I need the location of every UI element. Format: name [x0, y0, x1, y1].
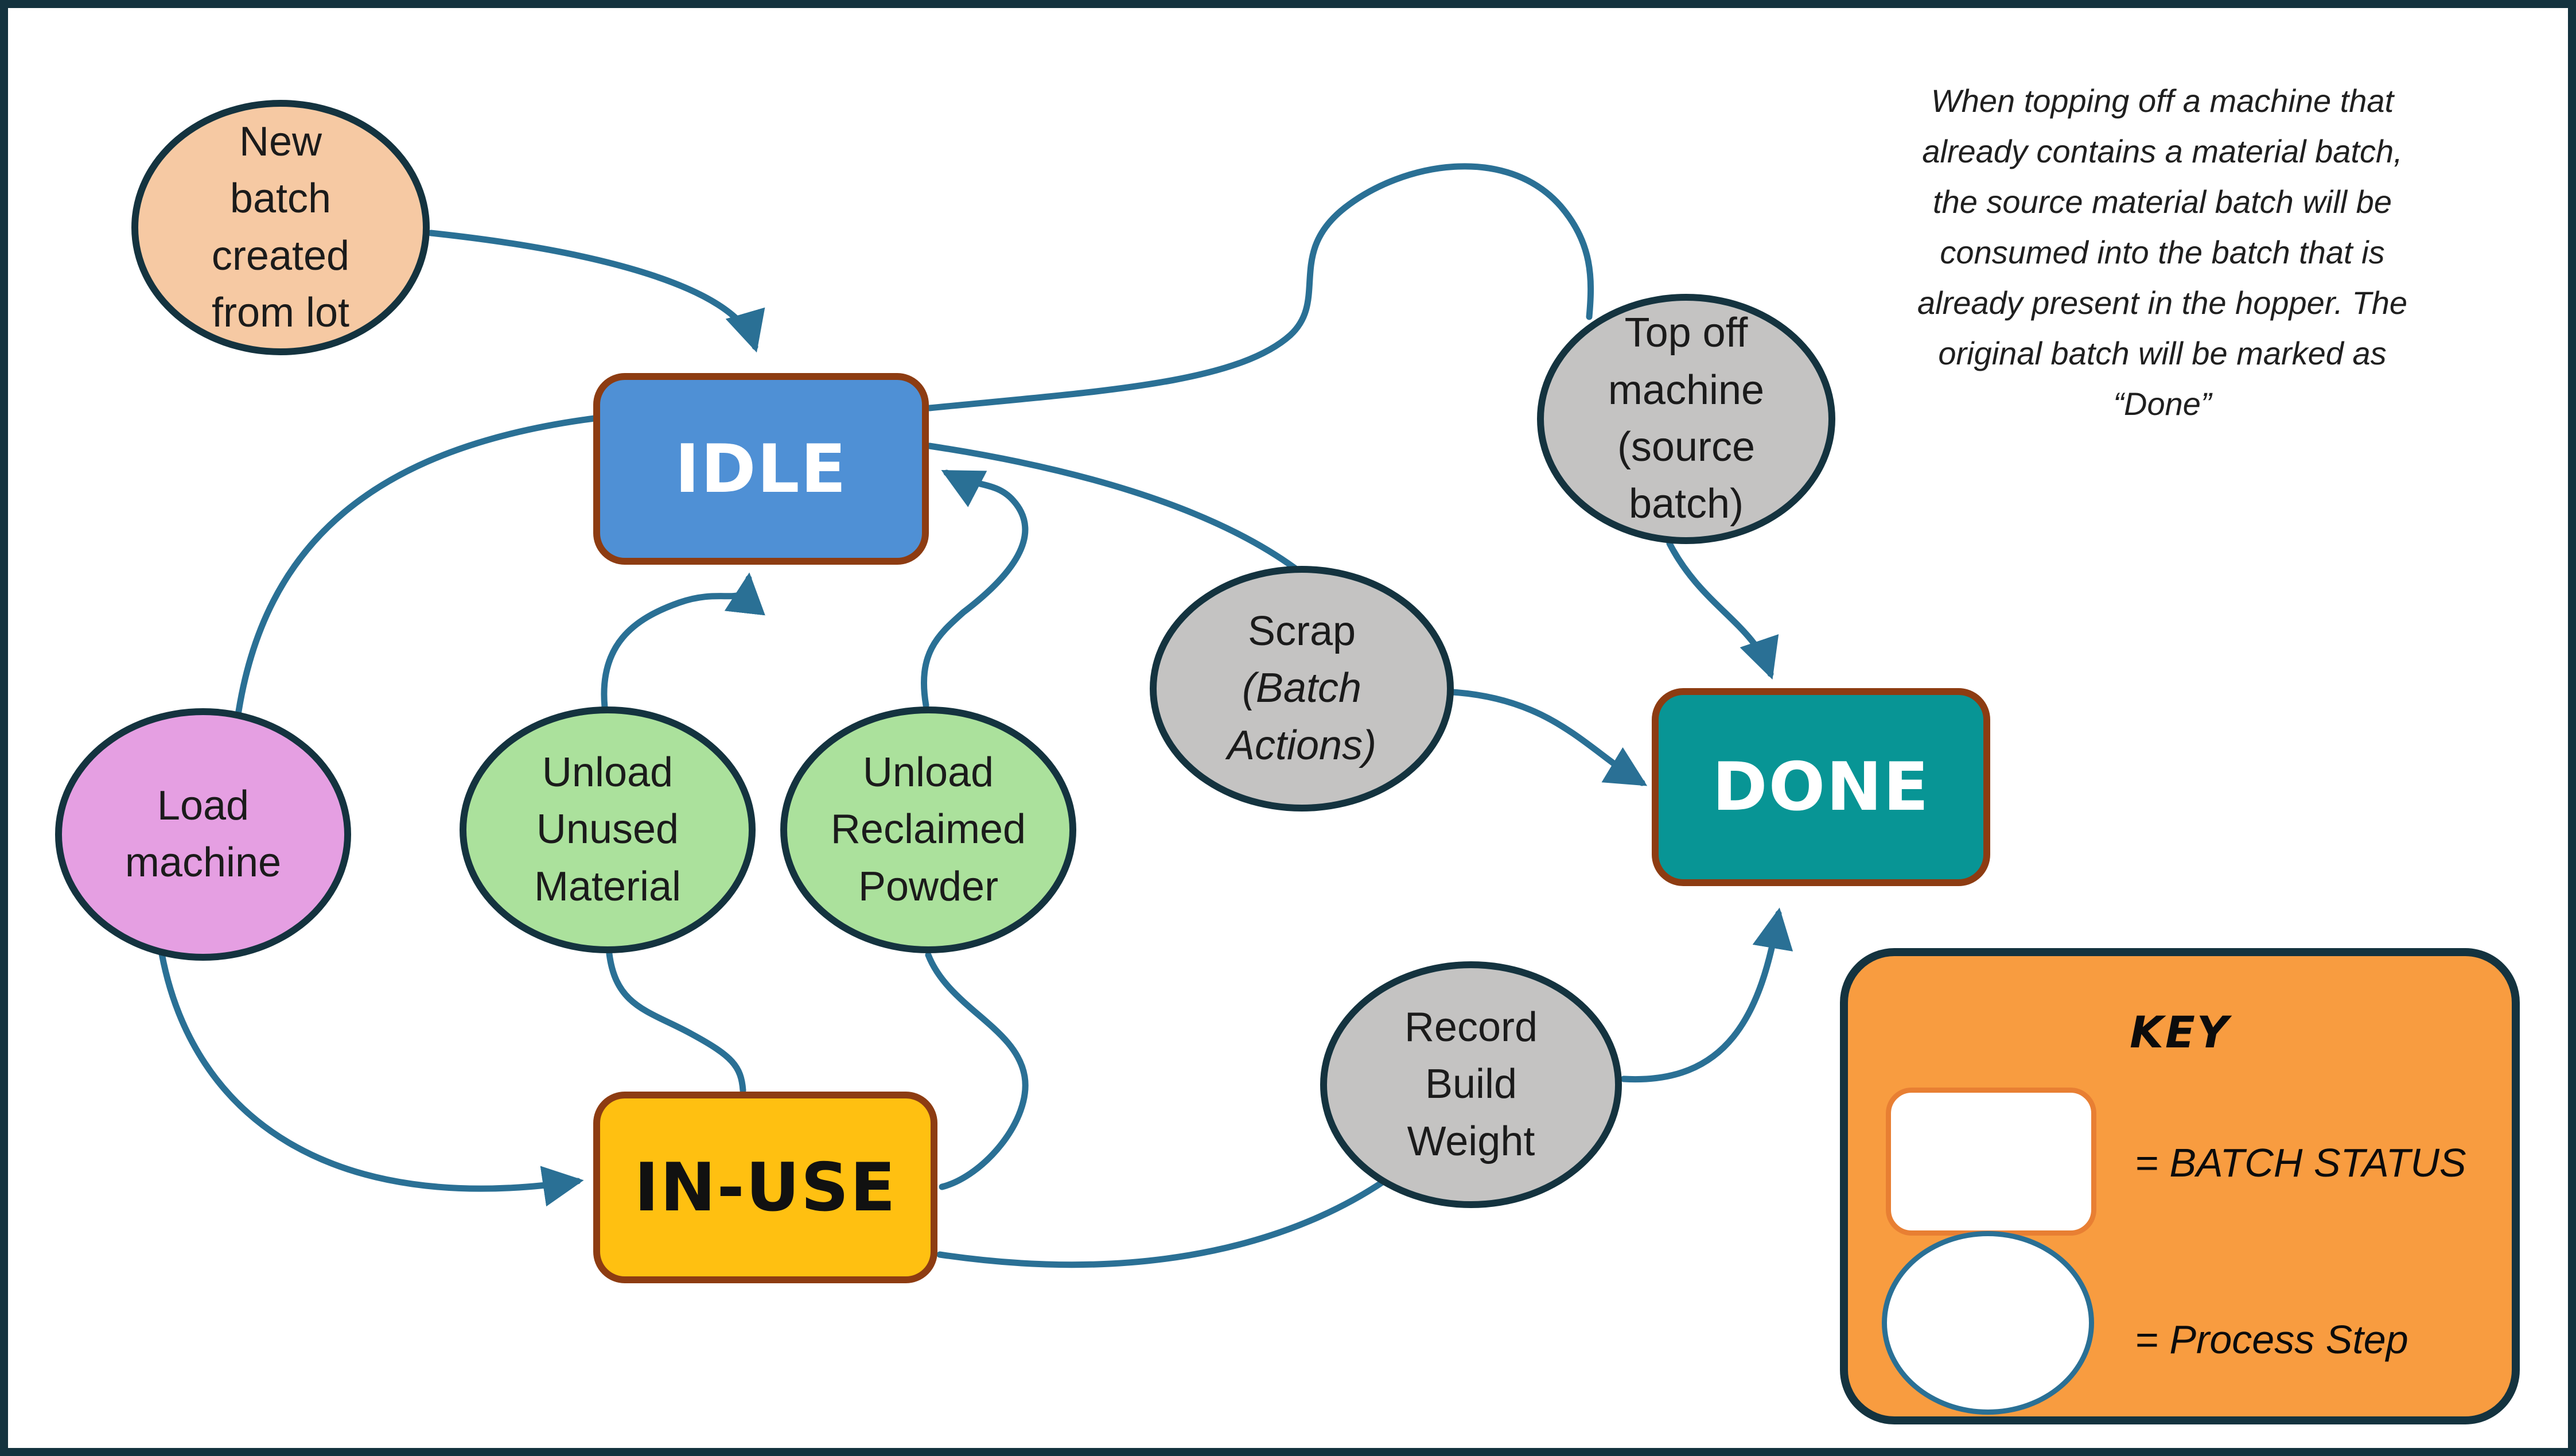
- connector-in-use-to-unload-unused: [606, 950, 746, 1094]
- node-new-batch-label: New batch created from lot: [211, 118, 350, 336]
- legend-batch-status-swatch: [1886, 1088, 2096, 1236]
- status-idle-label: IDLE: [675, 430, 847, 508]
- node-unload-unused-label: Unload Unused Material: [534, 749, 682, 910]
- node-new-batch-created-from-lot: New batch created from lot: [131, 100, 430, 355]
- note-line: already contains a material batch,: [1922, 133, 2403, 169]
- node-scrap-label-sub: (Batch Actions): [1227, 665, 1377, 768]
- note-line: When topping off a machine that: [1931, 83, 2394, 119]
- node-unload-reclaimed-label: Unload Reclaimed Powder: [830, 749, 1026, 910]
- note-line: original batch will be marked as: [1938, 335, 2387, 371]
- note-line: consumed into the batch that is: [1940, 234, 2385, 270]
- connector-idle-to-load-machine: [234, 415, 598, 722]
- legend-batch-status-label: = BATCH STATUS: [2135, 1140, 2466, 1185]
- node-scrap-label: Scrap (Batch Actions): [1213, 603, 1391, 774]
- top-off-note: When topping off a machine that already …: [1824, 76, 2501, 429]
- node-top-off-machine: Top off machine (source batch): [1537, 294, 1835, 544]
- legend-key-box: KEY = BATCH STATUS = Process Step: [1840, 948, 2520, 1424]
- connector-idle-to-scrap: [926, 442, 1298, 572]
- node-status-idle: IDLE: [593, 373, 929, 565]
- connector-scrap-to-done: [1449, 689, 1648, 786]
- note-line: already present in the hopper. The: [1917, 285, 2408, 321]
- legend-process-step-label: = Process Step: [2135, 1317, 2408, 1362]
- node-status-in-use: IN-USE: [593, 1092, 937, 1283]
- connector-idle-to-top-off: [926, 163, 1594, 411]
- node-load-machine: Load machine: [55, 708, 351, 961]
- status-done-label: DONE: [1712, 748, 1930, 826]
- connector-record-weight-to-done: [1620, 907, 1793, 1083]
- connector-in-use-to-record-weight: [936, 1164, 1407, 1268]
- note-line: “Done”: [2113, 386, 2212, 422]
- node-unload-unused-material: Unload Unused Material: [460, 706, 756, 953]
- node-record-build-weight: Record Build Weight: [1320, 961, 1622, 1208]
- node-record-build-weight-label: Record Build Weight: [1404, 1004, 1538, 1164]
- connector-load-machine-to-in-use: [158, 950, 584, 1207]
- legend-title: KEY: [2130, 1007, 2230, 1058]
- node-top-off-label: Top off machine (source batch): [1608, 310, 1765, 527]
- legend-process-step-swatch: [1882, 1231, 2094, 1415]
- note-line: the source material batch will be: [1933, 184, 2392, 220]
- node-scrap-label-main: Scrap: [1247, 608, 1356, 654]
- node-scrap-batch-actions: Scrap (Batch Actions): [1150, 566, 1454, 812]
- connector-new-batch-to-idle: [427, 230, 765, 353]
- status-in-use-label: IN-USE: [634, 1148, 897, 1226]
- node-unload-reclaimed-powder: Unload Reclaimed Powder: [780, 706, 1076, 953]
- connector-in-use-to-unload-reclaimed: [925, 952, 1029, 1190]
- node-status-done: DONE: [1652, 688, 1990, 886]
- node-load-machine-label: Load machine: [124, 782, 282, 886]
- connector-unload-reclaimed-to-idle: [921, 469, 1029, 709]
- connector-layer: [158, 163, 1793, 1268]
- connector-unload-unused-to-idle: [601, 572, 765, 710]
- connector-top-off-to-done: [1666, 540, 1779, 680]
